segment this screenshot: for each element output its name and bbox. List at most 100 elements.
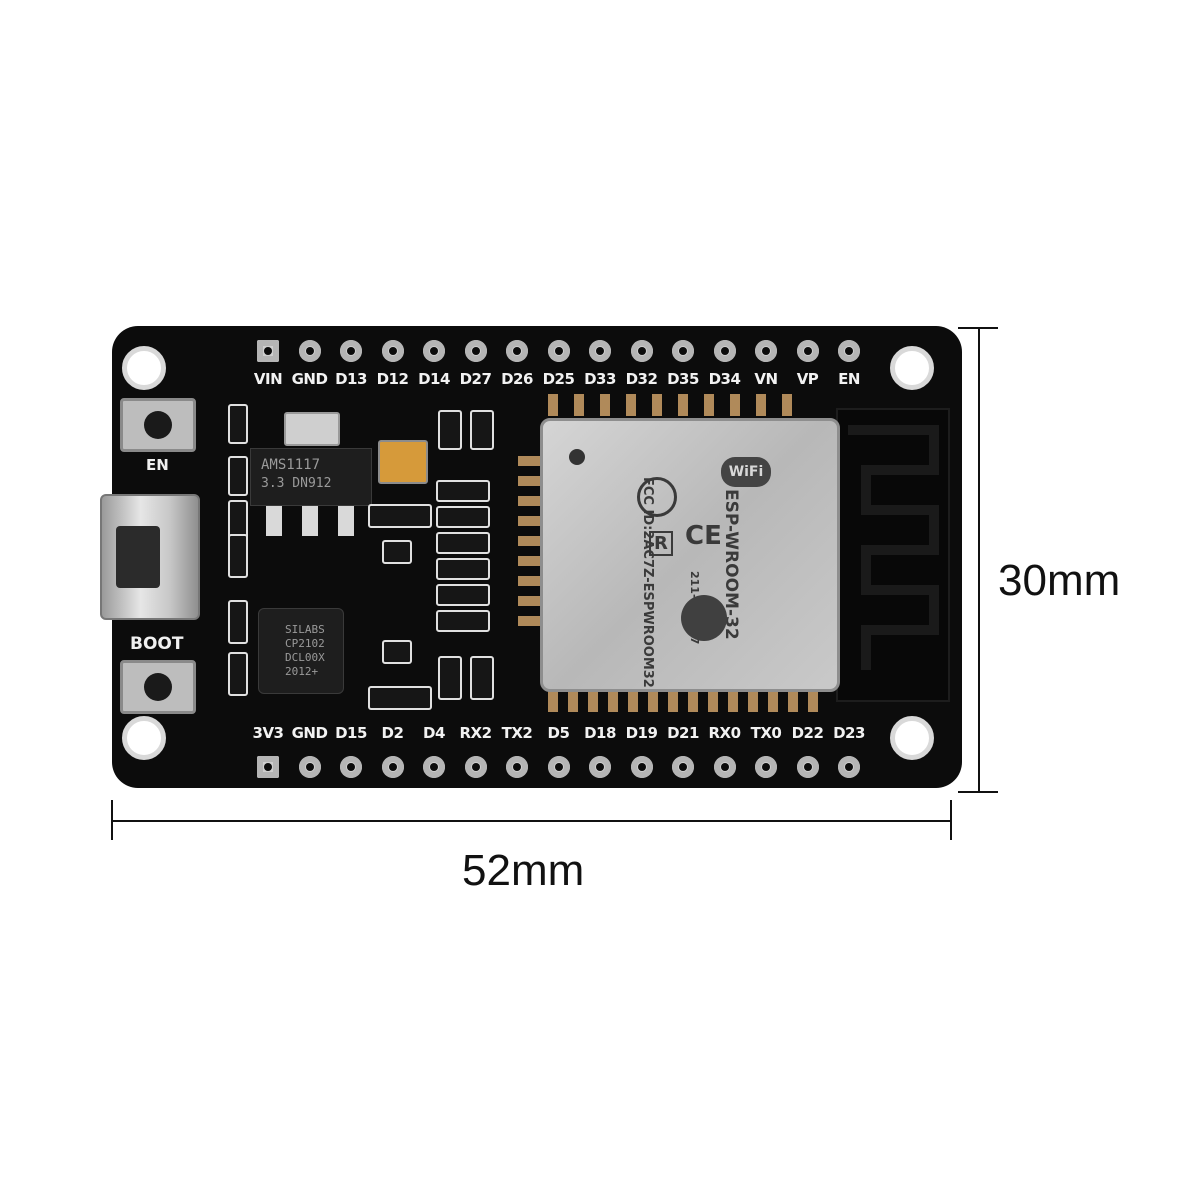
ce-mark: CE	[685, 521, 722, 551]
bottom-pin-3v3	[257, 756, 279, 778]
top-pin-label: GND	[291, 370, 328, 388]
bottom-pin-d4	[423, 756, 445, 778]
module-bottom-pad	[808, 688, 818, 712]
smd-component	[436, 584, 490, 606]
module-bottom-pad	[628, 688, 638, 712]
antenna-trace	[848, 425, 939, 670]
bottom-pin-label: RX2	[459, 724, 492, 742]
top-pin-d34	[713, 340, 736, 362]
smd-component	[228, 456, 248, 496]
smd-component	[382, 540, 412, 564]
bottom-pin-label: TX2	[501, 724, 533, 742]
module-bottom-pad	[668, 688, 678, 712]
bottom-pin-rx2	[464, 756, 487, 778]
top-pin-label: EN	[838, 370, 860, 388]
top-pin-label: D25	[542, 370, 575, 388]
module-bottom-pad	[748, 688, 758, 712]
regulator-leg	[266, 506, 282, 536]
smd-component	[436, 480, 490, 502]
top-pin-label: VIN	[253, 370, 283, 388]
tantalum-capacitor	[378, 440, 428, 484]
module-bottom-pad	[648, 688, 658, 712]
micro-usb-port	[100, 494, 200, 620]
top-pin-label: D35	[667, 370, 699, 388]
bottom-pin-label: D5	[547, 724, 570, 742]
smd-component	[436, 532, 490, 554]
module-bottom-pad	[548, 688, 558, 712]
top-pin-label: D12	[376, 370, 409, 388]
width-dimension-tick-left	[111, 800, 113, 840]
en-button-label: EN	[146, 456, 169, 474]
pin1-dot	[569, 449, 585, 465]
width-dimension-label: 52mm	[462, 846, 585, 895]
bottom-pin-d23	[838, 756, 860, 778]
height-dimension-tick-bottom	[958, 791, 998, 793]
module-top-pad	[704, 394, 714, 416]
mount-hole-bottom-left	[122, 716, 166, 760]
usb-uart-chip: SILABS CP2102 DCL00X 2012+	[258, 608, 344, 694]
bottom-pin-label: D2	[381, 724, 404, 742]
esp32-module-shield: WiFi FCC ID:2AC7Z-ESPWROOM32 211-161007 …	[540, 418, 840, 692]
top-pin-label: VP	[796, 370, 819, 388]
boot-button-label: BOOT	[130, 634, 184, 654]
top-pin-vp	[796, 340, 819, 362]
module-bottom-pad	[788, 688, 798, 712]
module-side-pad	[518, 516, 540, 526]
mount-hole-bottom-right	[890, 716, 934, 760]
top-pin-label: D34	[708, 370, 741, 388]
en-button[interactable]	[120, 398, 196, 452]
regulator-line-1: AMS1117	[261, 457, 321, 473]
top-pin-vn	[755, 340, 777, 362]
top-pin-d13	[340, 340, 362, 362]
module-bottom-pad	[728, 688, 738, 712]
bottom-pin-label: D23	[833, 724, 865, 742]
bottom-pin-gnd	[298, 756, 321, 778]
bottom-pin-label: D21	[667, 724, 699, 742]
smd-component	[228, 652, 248, 696]
recycle-mark-icon	[637, 477, 677, 517]
top-pin-label: D27	[459, 370, 492, 388]
smd-component	[438, 656, 462, 700]
boot-button[interactable]	[120, 660, 196, 714]
module-side-pad	[518, 616, 540, 626]
module-side-pad	[518, 596, 540, 606]
module-side-pad	[518, 536, 540, 546]
top-pin-d12	[381, 340, 404, 362]
module-bottom-pad	[588, 688, 598, 712]
top-pin-label: D26	[501, 370, 533, 388]
usb-slot	[116, 526, 160, 588]
top-pin-en	[838, 340, 860, 362]
top-pin-d32	[630, 340, 653, 362]
bottom-pin-d22	[796, 756, 819, 778]
module-side-pad	[518, 456, 540, 466]
bottom-pin-label: TX0	[750, 724, 782, 742]
module-top-pad	[782, 394, 792, 416]
smd-component	[436, 506, 490, 528]
bottom-pin-label: D15	[335, 724, 367, 742]
pcb-antenna	[836, 408, 950, 702]
module-top-pad	[626, 394, 636, 416]
regulator-line-2: 3.3 DN912	[261, 476, 332, 491]
module-side-pad	[518, 476, 540, 486]
smd-component	[368, 504, 432, 528]
usb-chip-line-1: SILABS	[285, 623, 325, 636]
top-pin-d25	[547, 340, 570, 362]
bottom-pin-d19	[630, 756, 653, 778]
height-dimension-label: 30mm	[998, 556, 1121, 605]
bottom-pin-tx0	[755, 756, 777, 778]
width-dimension-line	[112, 820, 952, 822]
top-pin-gnd	[298, 340, 321, 362]
smd-component	[228, 534, 248, 578]
r-mark: R	[649, 531, 673, 556]
module-side-pad	[518, 556, 540, 566]
regulator-leg	[302, 506, 318, 536]
bottom-pin-rx0	[713, 756, 736, 778]
smd-component	[470, 410, 494, 450]
top-pin-d14	[423, 340, 445, 362]
top-pin-label: D33	[584, 370, 616, 388]
module-top-pad	[730, 394, 740, 416]
module-bottom-pad	[708, 688, 718, 712]
bottom-pin-d5	[547, 756, 570, 778]
top-pin-d27	[464, 340, 487, 362]
bottom-pin-label: 3V3	[252, 724, 284, 742]
